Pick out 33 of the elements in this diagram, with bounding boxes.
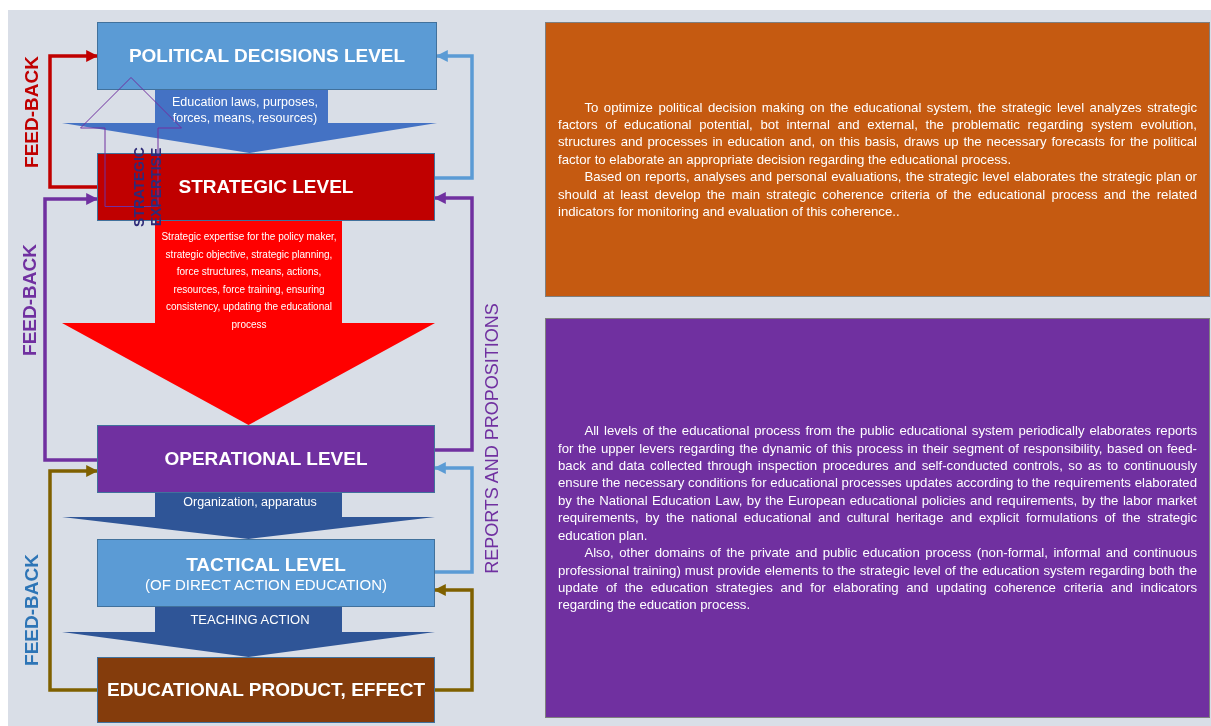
level-box xyxy=(97,657,435,723)
level-title: TACTICAL LEVEL xyxy=(186,552,346,577)
feedback-arrow xyxy=(43,193,99,462)
feedback-arrow xyxy=(433,462,474,574)
level-title: OPERATIONAL LEVEL xyxy=(164,447,368,471)
edge-label: Education laws, purposes, forces, means, resources) xyxy=(171,94,319,127)
feedback-arrow xyxy=(433,584,474,692)
level-box xyxy=(97,425,435,493)
edge-label: Organization, apparatus xyxy=(182,495,318,511)
level-box xyxy=(97,539,435,607)
feedback-arrow xyxy=(433,192,474,452)
text-panel xyxy=(545,22,1210,297)
edge-label: TEACHING ACTION xyxy=(189,612,311,628)
text-panel xyxy=(545,318,1210,718)
vertical-label: REPORTS AND PROPOSITIONS xyxy=(481,302,503,574)
paragraph: Also, other domains of the private and public education process (non-formal, informal and continuous professional training) must provide elements to the strategic level of the education system regarding both the update of the education strategies and for elaborating and updating coherence criteria and indicators regarding the education process. xyxy=(558,544,1197,614)
feedback-arrow xyxy=(48,50,99,189)
level-title: POLITICAL DECISIONS LEVEL xyxy=(128,44,406,68)
edge-label: Strategic expertise for the policy maker, strategic objective, strategic planning, force structures, means, actions, resources, force training, ensuring consistency, updating the educational process xyxy=(160,230,338,332)
level-title: EDUCATIONAL PRODUCT, EFFECT xyxy=(106,678,426,702)
block-arrow xyxy=(62,90,437,153)
level-title: STRATEGIC LEVEL xyxy=(178,175,354,199)
block-arrow xyxy=(62,221,435,425)
paragraph: All levels of the educational process from the public educational system periodically elaborates reports for the upper levers regarding the dynamic of this process in their segment of responsibility, based on feed-back and data collected through inspection procedures and self-conducted controls, so as to continuously ensure the necessary conditions for educational processes updates according to the requirements elaborated by the National Education Law, by the European educational policies and requirements, by the labor market requirements, by the national educational and cultural heritage and explicit formulations of the strategic education plan. xyxy=(558,422,1197,545)
feedback-arrow xyxy=(48,465,99,692)
edge-label: FEED-BACK xyxy=(20,56,43,168)
paragraph: To optimize political decision making on the educational system, the strategic level analyzes strategic factors of educational potential, bot internal and external, the problematic regarding system evolution, structures and processes in education and, on this basis, draws up the necessary forecasts for the political factor to elaborate an appropriate decision regarding the educational process. xyxy=(558,98,1197,169)
paragraph: Based on reports, analyses and personal evaluations, the strategic level elaborates the strategic plan or should at least develop the main strategic coherence criteria of the educational process and the related indicators for monitoring and evaluation of this coherence.. xyxy=(558,168,1197,221)
feedback-arrow xyxy=(435,50,474,180)
level-subtitle: (OF DIRECT ACTION EDUCATION) xyxy=(145,576,387,594)
level-box xyxy=(97,22,437,90)
edge-label: FEED-BACK xyxy=(18,244,41,356)
edge-label: FEED-BACK xyxy=(20,554,43,666)
